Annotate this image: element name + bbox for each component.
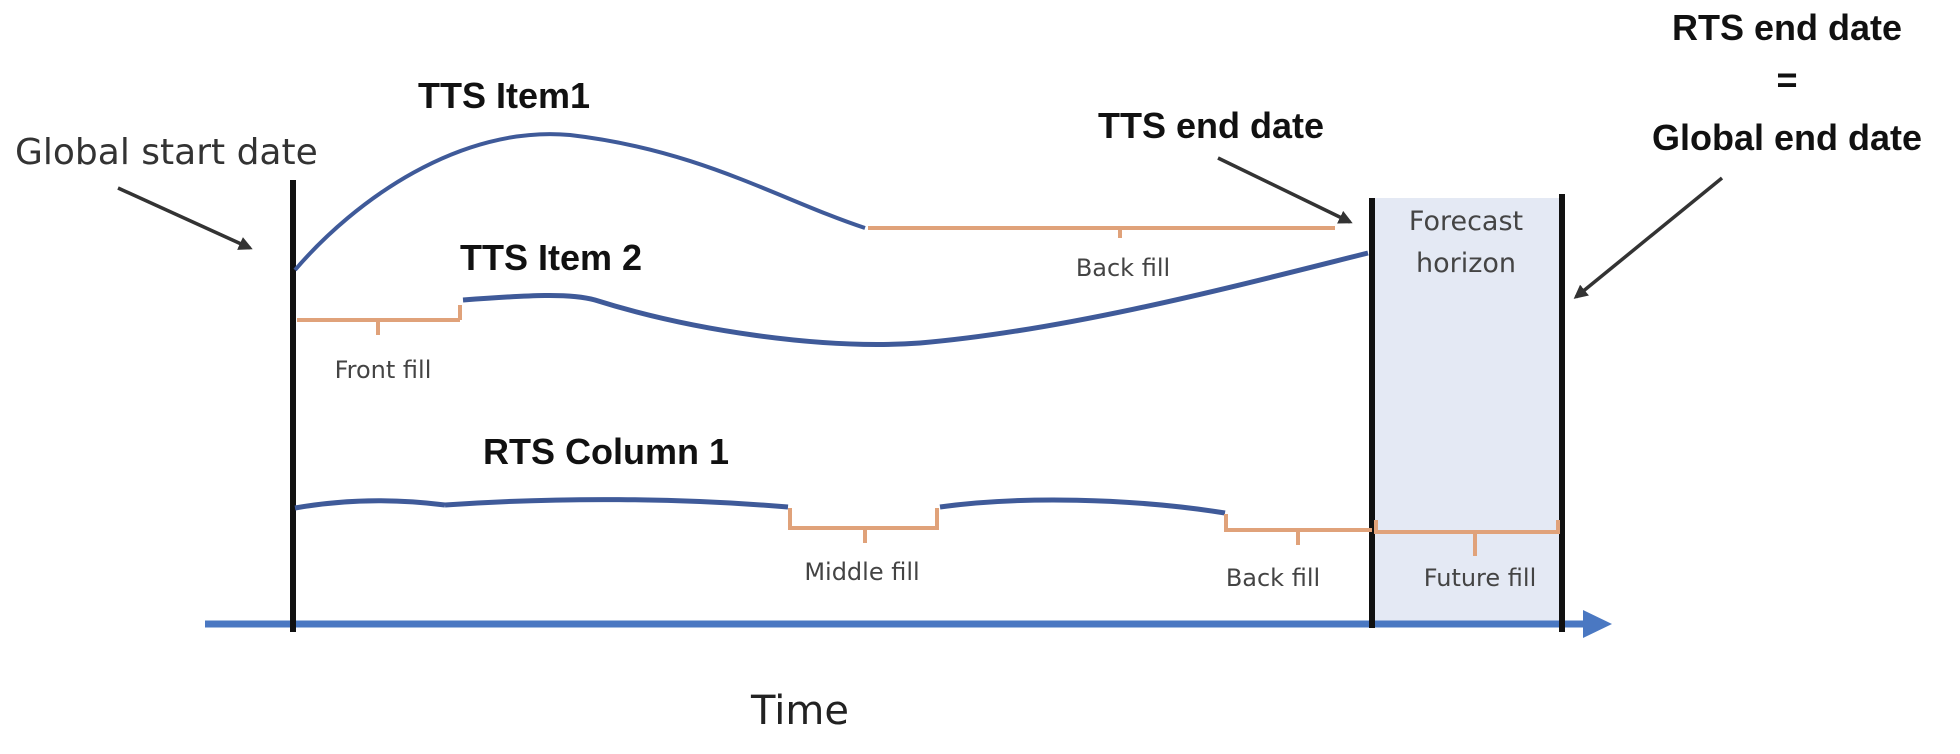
forecast-horizon-label-line1: Forecast	[1409, 206, 1523, 237]
global-end-pointer-arrow	[1573, 176, 1724, 299]
forecast-horizon-label-line2: horizon	[1416, 248, 1516, 279]
tts-end-date-label: TTS end date	[1098, 105, 1324, 146]
global-start-pointer-arrow	[117, 186, 253, 250]
rts-end-date-label-line3: Global end date	[1652, 117, 1922, 158]
front-fill-label: Front fill	[335, 356, 432, 384]
tts-end-pointer-arrow	[1217, 156, 1353, 224]
rts-end-date-label-line1: RTS end date	[1672, 7, 1902, 48]
time-axis-arrowhead	[1583, 610, 1612, 638]
back-fill-top-label: Back fill	[1076, 254, 1170, 282]
back-fill-bottom-label: Back fill	[1226, 564, 1320, 592]
rts-column1-segment-1	[294, 498, 446, 511]
rts-column1-label: RTS Column 1	[483, 431, 729, 472]
tts-item1-label: TTS Item1	[418, 75, 590, 116]
back-fill-top-bracket	[868, 226, 1335, 238]
rts-end-date-label-line2: =	[1776, 59, 1797, 100]
time-axis-label: Time	[750, 688, 849, 734]
tts-item1-line	[293, 132, 866, 272]
future-fill-label: Future fill	[1424, 564, 1537, 592]
rts-column1-segment-3	[939, 497, 1226, 516]
middle-fill-bracket	[788, 508, 939, 543]
tts-item2-line	[462, 250, 1369, 347]
front-fill-bracket	[297, 305, 462, 335]
rts-column1-segment-2	[444, 497, 789, 510]
back-fill-bottom-bracket	[1224, 514, 1372, 545]
middle-fill-label: Middle fill	[804, 558, 919, 586]
future-fill-bracket	[1374, 520, 1560, 556]
tts-item2-label: TTS Item 2	[460, 237, 642, 278]
global-start-date-label: Global start date	[15, 132, 318, 173]
forecast-horizon-band	[1372, 198, 1562, 626]
